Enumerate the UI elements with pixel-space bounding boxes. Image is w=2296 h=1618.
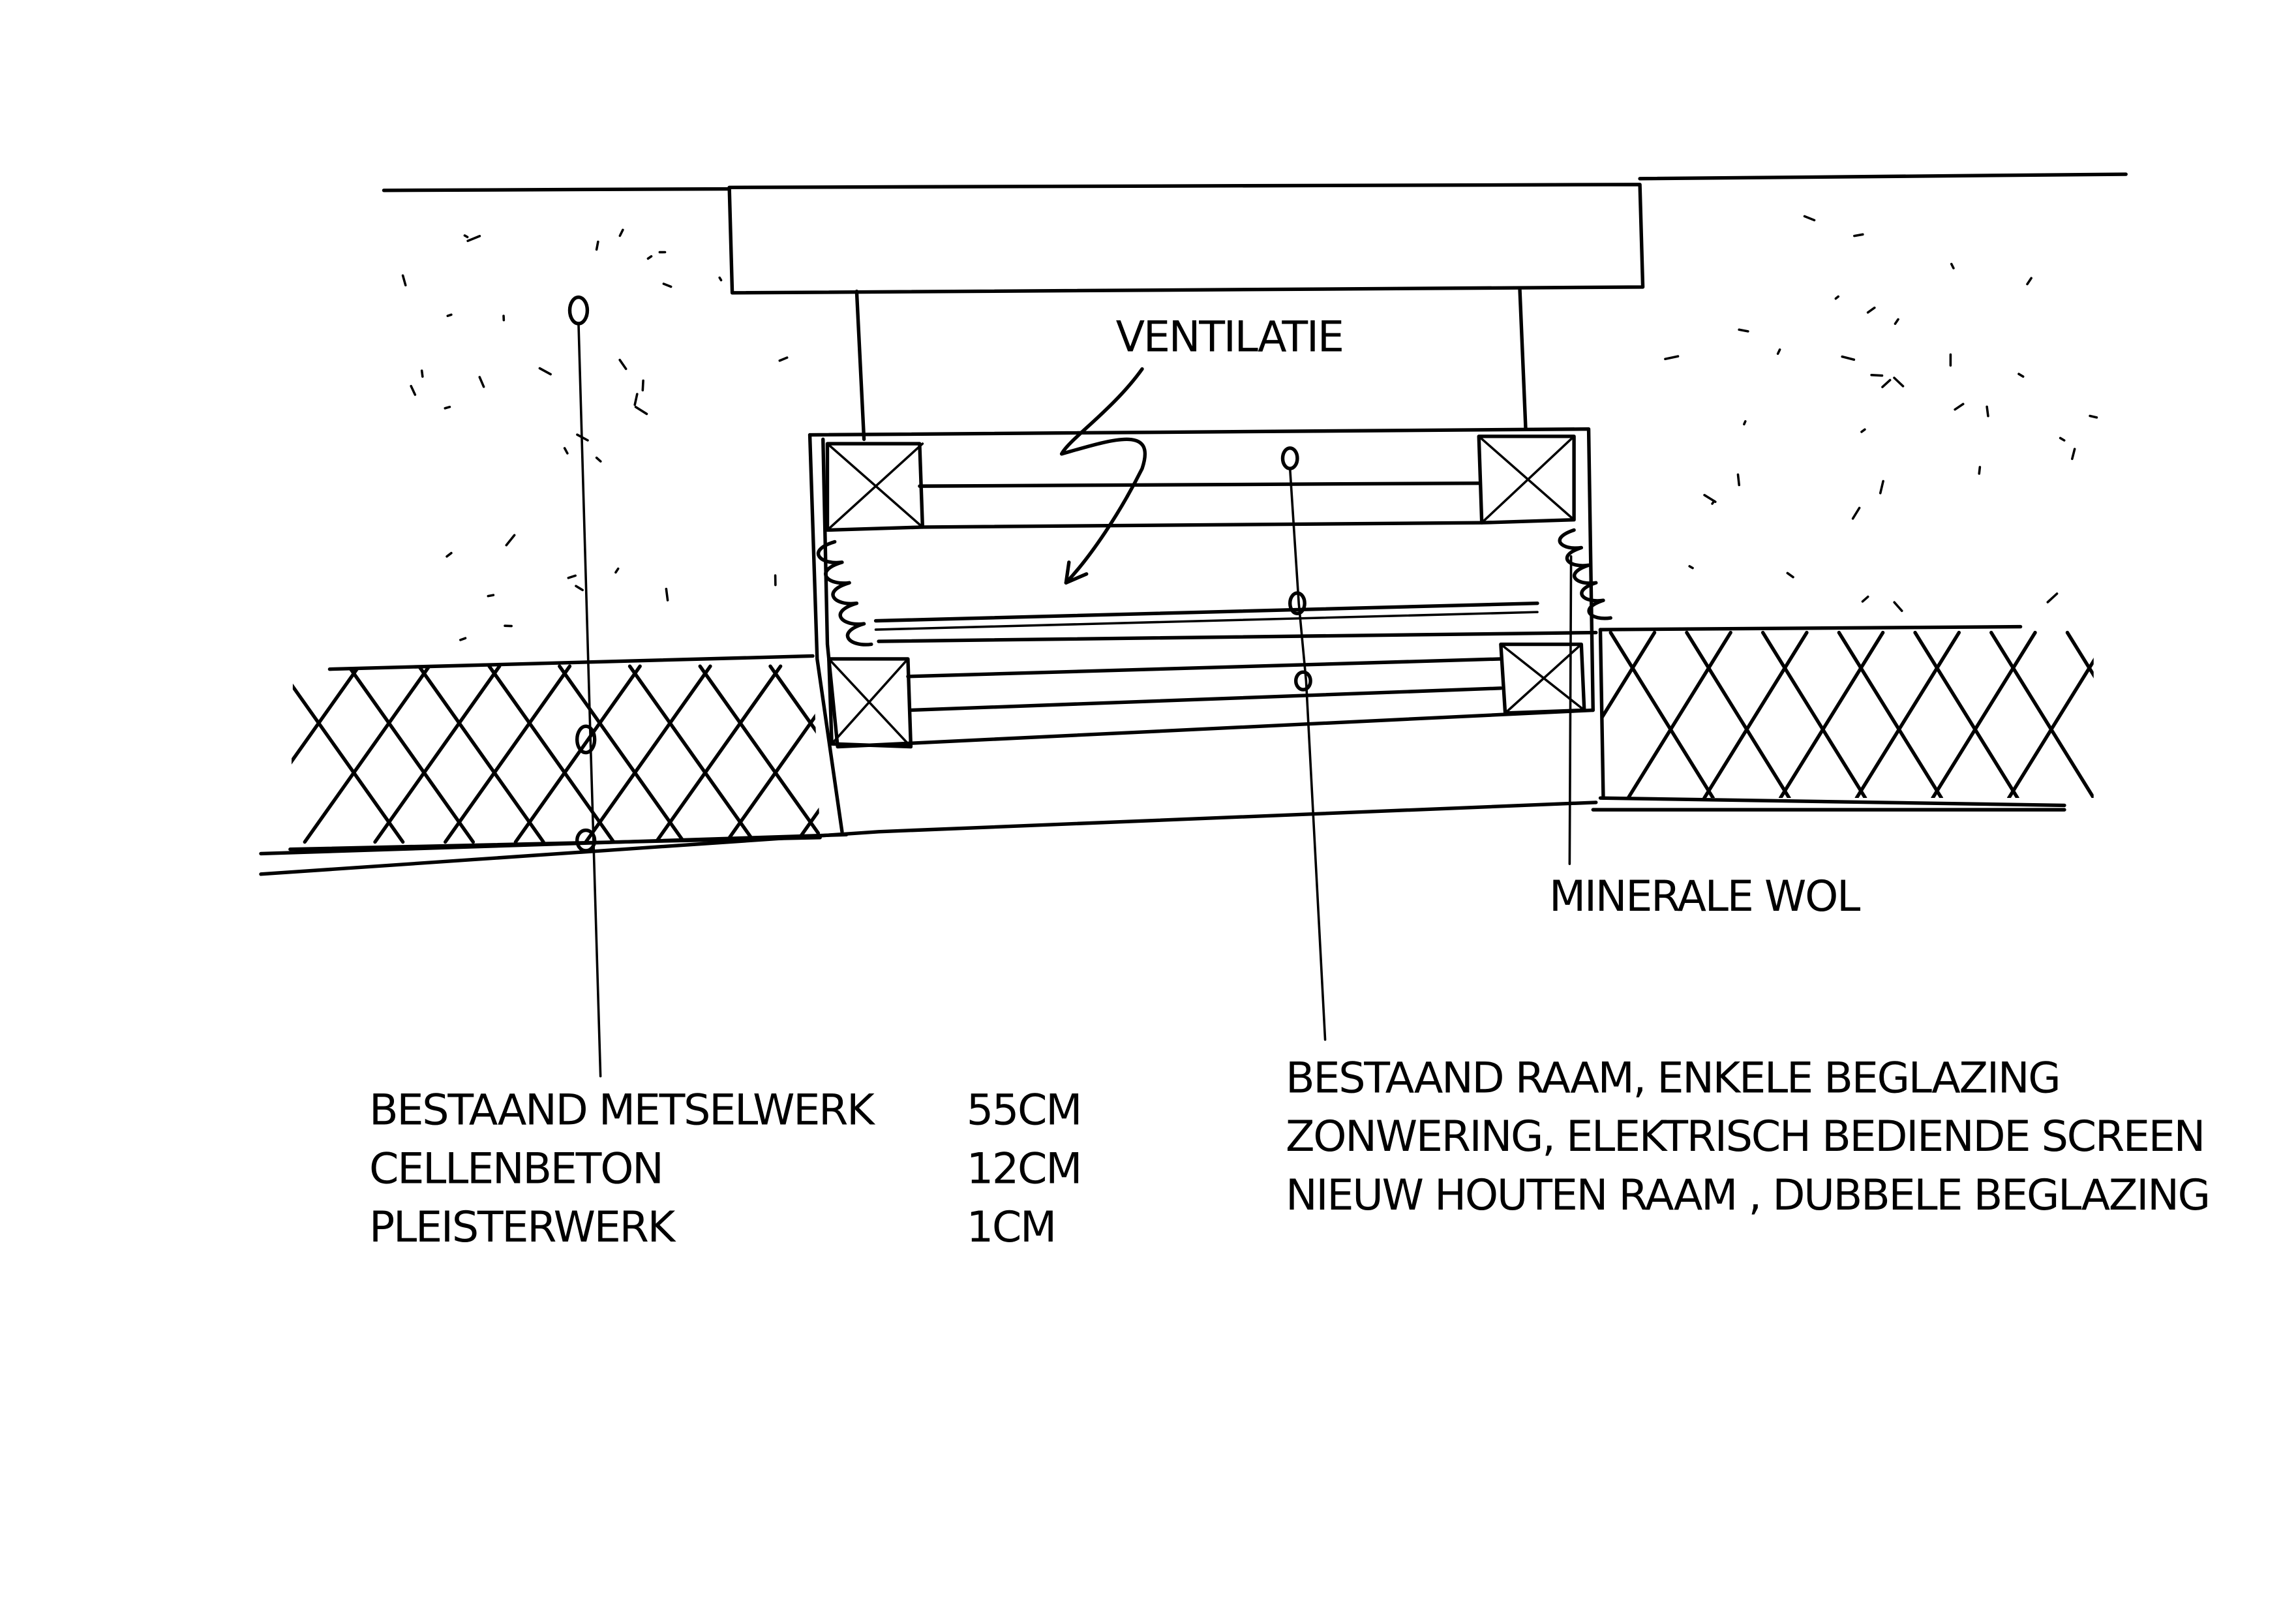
wall-layer-name: CELLENBETON [369,1144,663,1193]
wall-layer-thickness: 55CM [967,1086,1081,1135]
window-layer: BESTAAND RAAM, ENKELE BEGLAZING [1286,1054,2059,1103]
leader-wall [567,295,602,1078]
window-layer: ZONWERING, ELEKTRISCH BEDIENDE SCREEN [1286,1112,2204,1161]
lintel [382,172,2128,441]
wall-layer-thickness: 12CM [967,1144,1081,1193]
wall-layer-name: BESTAAND METSELWERK [369,1086,876,1135]
wall-layer-name: PLEISTERWERK [369,1203,677,1252]
window-layers-legend: BESTAAND RAAM, ENKELE BEGLAZING ZONWERIN… [1286,1054,2211,1220]
masonry-stipple [401,215,2098,641]
wall-layers-legend: BESTAAND METSELWERK 55CM CELLENBETON 12C… [369,1086,1082,1253]
insulation-hatch-left [259,654,1598,876]
leader-mineral-wool [1568,555,1573,865]
window-layer: NIEUW HOUTEN RAAM , DUBBELE BEGLAZING [1286,1171,2209,1220]
ventilation-label: VENTILATIE [1116,313,1343,362]
wall-layer-thickness: 1CM [967,1203,1055,1252]
ventilation-annotation: VENTILATIE [1059,313,1344,585]
insulation-hatch-right [1591,624,2094,812]
leader-window [1280,446,1327,1041]
window-frame [808,427,1598,834]
mineral-wool-coil [817,528,1612,647]
mineral-wool-label: MINERALE WOL [1549,872,1860,921]
